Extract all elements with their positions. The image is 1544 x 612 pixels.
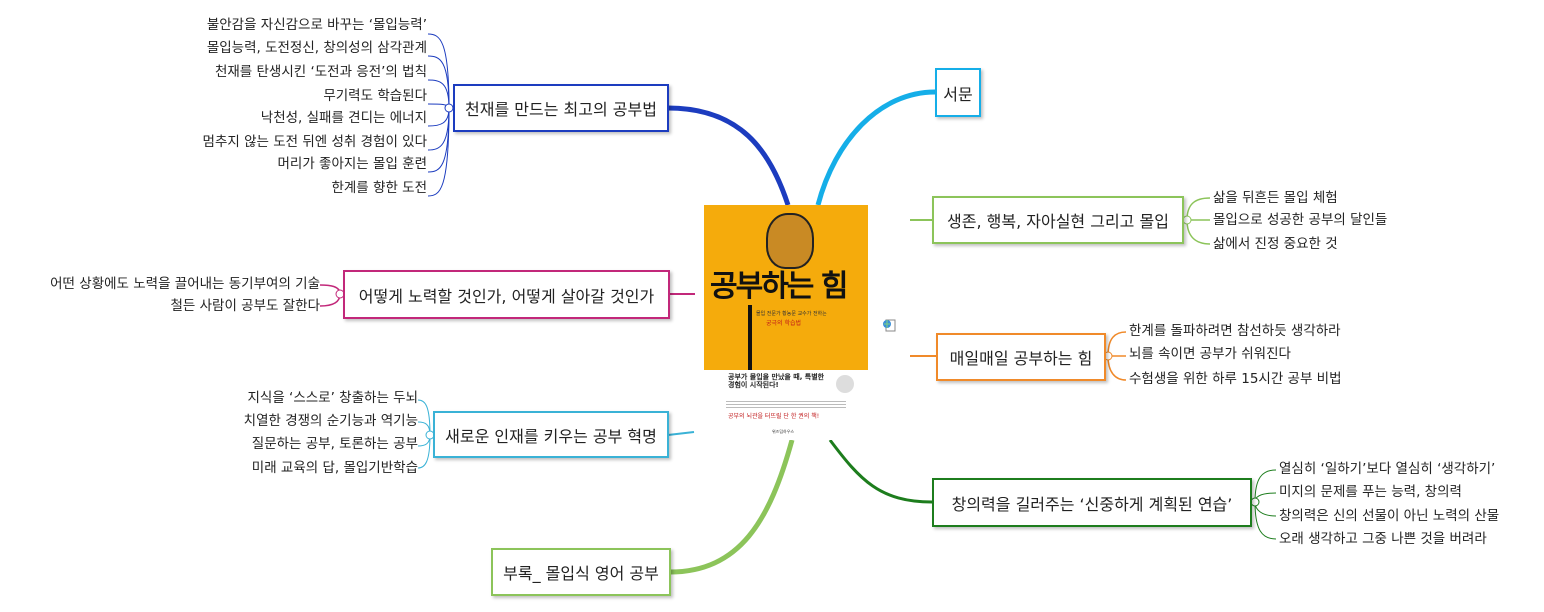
subtopic[interactable]: 몰입능력, 도전정신, 창의성의 삼각관계	[206, 40, 427, 56]
topic-deliberate-practice[interactable]: 창의력을 길러주는 ‘신중하게 계획된 연습’	[932, 478, 1252, 527]
book-badge	[836, 375, 854, 393]
book-title: 공부하는 힘	[710, 269, 848, 304]
subtopic[interactable]: 삶을 뒤흔든 몰입 체험	[1213, 190, 1338, 206]
title-stem-decoration	[748, 305, 752, 370]
topic-how-to-strive[interactable]: 어떻게 노력할 것인가, 어떻게 살아갈 것인가	[343, 270, 670, 319]
subtopic[interactable]: 창의력은 신의 선물이 아닌 노력의 산물	[1279, 508, 1500, 524]
book-quote: 공부가 몰입을 만났을 때, 특별한 경험이 시작된다!	[728, 373, 825, 389]
subtopic[interactable]: 천재를 탄생시킨 ‘도전과 응전’의 법칙	[214, 64, 427, 80]
branch-link-talent	[667, 431, 695, 436]
subtopic[interactable]: 열심히 ‘일하기’보다 열심히 ‘생각하기’	[1279, 461, 1496, 477]
subtopic[interactable]: 치열한 경쟁의 순기능과 역기능	[243, 413, 418, 429]
subtopic[interactable]: 오래 생각하고 그중 나쁜 것을 버려라	[1279, 531, 1487, 547]
book-cover-art: 공부하는 힘 몰입 전문가 황농문 교수가 전하는 궁극의 학습법	[704, 205, 868, 370]
subtopic[interactable]: 삶에서 진정 중요한 것	[1213, 236, 1338, 252]
book-subtitle: 몰입 전문가 황농문 교수가 전하는	[756, 311, 827, 317]
subtopic[interactable]: 철든 사람이 공부도 잘한다	[170, 298, 321, 314]
topic-preface[interactable]: 서문	[935, 68, 981, 117]
branch-link-genius	[667, 105, 791, 206]
subtopic[interactable]: 불안감을 자신감으로 바꾸는 ‘몰입능력’	[206, 17, 427, 33]
branch-link-appendix	[669, 439, 795, 575]
subtopic[interactable]: 낙천성, 실패를 견디는 에너지	[260, 110, 427, 126]
subtopic[interactable]: 머리가 좋아지는 몰입 훈련	[277, 156, 428, 172]
book-slogan: 공부의 뇌관을 터뜨릴 단 한 권의 책!	[728, 413, 820, 420]
book-subtitle-highlight: 궁극의 학습법	[766, 320, 802, 327]
subtopic[interactable]: 한계를 돌파하려면 참선하듯 생각하라	[1129, 323, 1341, 339]
pointing-fist-illustration	[766, 213, 814, 269]
topic-genius-study-method[interactable]: 천재를 만드는 최고의 공부법	[453, 84, 669, 132]
topic-survival-happiness[interactable]: 생존, 행복, 자아실현 그리고 몰입	[932, 196, 1184, 244]
central-topic-book-cover[interactable]: 공부하는 힘 몰입 전문가 황농문 교수가 전하는 궁극의 학습법 공부가 몰입…	[704, 205, 868, 440]
subtopic[interactable]: 한계를 향한 도전	[331, 180, 427, 196]
subtopic[interactable]: 질문하는 공부, 토론하는 공부	[251, 436, 418, 452]
subtopic[interactable]: 어떤 상황에도 노력을 끌어내는 동기부여의 기술	[50, 276, 320, 292]
subtopic[interactable]: 미래 교육의 답, 몰입기반학습	[251, 460, 418, 476]
topic-appendix-english[interactable]: 부록_ 몰입식 영어 공부	[491, 548, 671, 596]
book-publisher: 위즈덤하우스	[772, 429, 795, 434]
subtopic[interactable]: 지식을 ‘스스로’ 창출하는 두뇌	[247, 390, 419, 406]
branch-link-preface	[815, 89, 936, 206]
subtopic[interactable]: 멈추지 않는 도전 뒤엔 성취 경험이 있다	[202, 134, 427, 150]
subtopic[interactable]: 몰입으로 성공한 공부의 달인들	[1213, 212, 1388, 228]
topic-study-revolution[interactable]: 새로운 인재를 키우는 공부 혁명	[433, 411, 669, 458]
book-blurb-lines	[726, 401, 846, 410]
subtopic[interactable]: 미지의 문제를 푸는 능력, 창의력	[1279, 484, 1462, 500]
attachment-globe-icon[interactable]	[882, 318, 896, 332]
topic-daily-study-power[interactable]: 매일매일 공부하는 힘	[936, 333, 1106, 381]
subtopic[interactable]: 수험생을 위한 하루 15시간 공부 비법	[1129, 371, 1342, 387]
branch-link-creativity	[828, 439, 933, 504]
subtopic[interactable]: 뇌를 속이면 공부가 쉬워진다	[1129, 346, 1291, 362]
subtopic[interactable]: 무기력도 학습된다	[323, 88, 427, 104]
